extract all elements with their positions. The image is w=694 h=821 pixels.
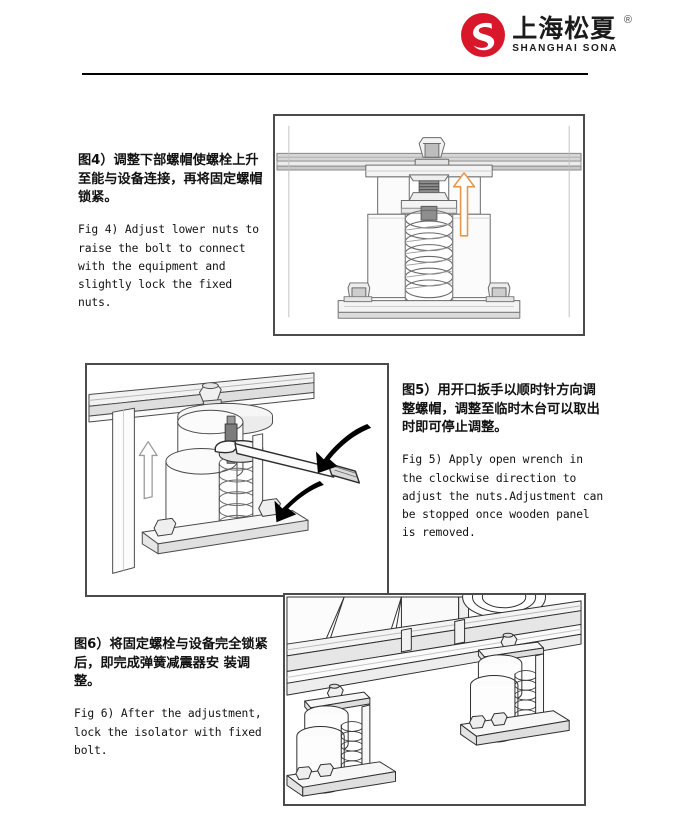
registered-trademark-icon: ® [623,13,632,26]
caption-cn-fig4: 图4）调整下部螺帽使螺栓上升至能与设备连接，再将固定螺帽锁紧。 [78,153,263,206]
sona-s-emblem-icon [460,12,506,58]
brand-name-en: SHANGHAI SONA [512,43,618,55]
figure-fig4 [273,114,585,336]
caption-block-fig5: 图5）用开口扳手以顺时针方向调整螺帽，调整至临时木台可以取出时即可停止调整。 F… [402,382,607,543]
caption-cn-fig5: 图5）用开口扳手以顺时针方向调整螺帽，调整至临时木台可以取出时即可停止调整。 [402,383,600,436]
brand-wordmark: 上海松夏 SHANGHAI SONA ® [512,13,632,55]
caption-en-fig6: Fig 6) After the adjustment, lock the is… [74,707,262,757]
wrench-push-arrow-icon [315,423,372,474]
up-arrow-icon [452,172,476,237]
figure-fig6 [283,593,586,806]
caption-en-fig5: Fig 5) Apply open wrench in the clockwis… [402,453,604,540]
caption-en-fig4: Fig 4) Adjust lower nuts to raise the bo… [78,223,259,310]
header-divider [82,73,588,75]
figure-fig5 [85,363,389,597]
page-header: 上海松夏 SHANGHAI SONA ® [0,0,694,80]
brand-name-cn: 上海松夏 [512,13,617,43]
bolt-rise-arrow-icon [138,441,158,500]
caption-block-fig6: 图6）将固定螺栓与设备完全锁紧后，即完成弹簧减震器安 装调整。 Fig 6) A… [74,636,270,760]
caption-cn-fig6: 图6）将固定螺栓与设备完全锁紧后，即完成弹簧减震器安 装调整。 [74,637,268,690]
wrench-sweep-arrow-icon [274,480,324,523]
brand-logo: 上海松夏 SHANGHAI SONA ® [460,12,632,58]
caption-block-fig4: 图4）调整下部螺帽使螺栓上升至能与设备连接，再将固定螺帽锁紧。 Fig 4) A… [78,152,266,313]
